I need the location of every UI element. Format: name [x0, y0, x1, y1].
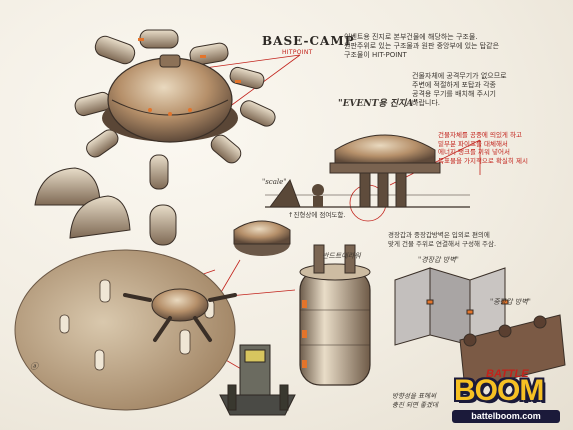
event-base-label: "EVENT용 진지A" — [338, 99, 418, 109]
hit-point-label: HITPOINT — [282, 49, 313, 56]
ground-plan-label: ⓐ — [30, 362, 38, 371]
logo-site-url: battelboom.com — [452, 410, 560, 423]
description-weapons: 건물자체에 공격무기가 없으므로 주변에 적절하게 포탑과 각종 공격용 무기를… — [412, 72, 507, 107]
battleboom-logo: BATTLE BOOM battelboom.com — [448, 368, 568, 424]
heavy-wall-label: "중장갑 방벽" — [490, 298, 531, 306]
light-armor-wall-sketch — [394, 267, 509, 346]
red-annotation: 건물자체를 공중에 띄있게 하고 밑부분 파이프를 대체해서 에너지 탱크를 끼… — [438, 131, 528, 165]
base-camp-main-sketch — [74, 29, 276, 190]
logo-boom-text: BOOM — [454, 374, 544, 407]
description-main: 이벤트용 진지로 본부건물에 해당하는 구조물. 원판주위로 있는 구조물과 원… — [344, 33, 500, 59]
wall-connection-note: 경장갑과 중장갑방벽은 입외로 편의에 맞게 건물 주위로 연결해서 구성해 주… — [388, 231, 497, 248]
light-wall-label: "경장갑 방벽" — [418, 256, 459, 264]
tower-note: ↑진형상에 점여도함. — [288, 211, 346, 219]
bottom-note: 방향성을 표헤써 충진 되면 좋겠데 — [392, 392, 438, 409]
part-label: 반드트에라워 — [322, 252, 361, 260]
base-camp-title: BASE-CAMP — [262, 34, 355, 48]
energy-tank-sketch — [299, 244, 371, 386]
logo-battle-text: BATTLE — [486, 368, 529, 380]
heavy-armor-wall-sketch — [459, 314, 566, 391]
event-tower-sketch — [265, 134, 470, 208]
turret-sketch — [219, 344, 296, 416]
scale-label: "scale" — [262, 178, 287, 186]
